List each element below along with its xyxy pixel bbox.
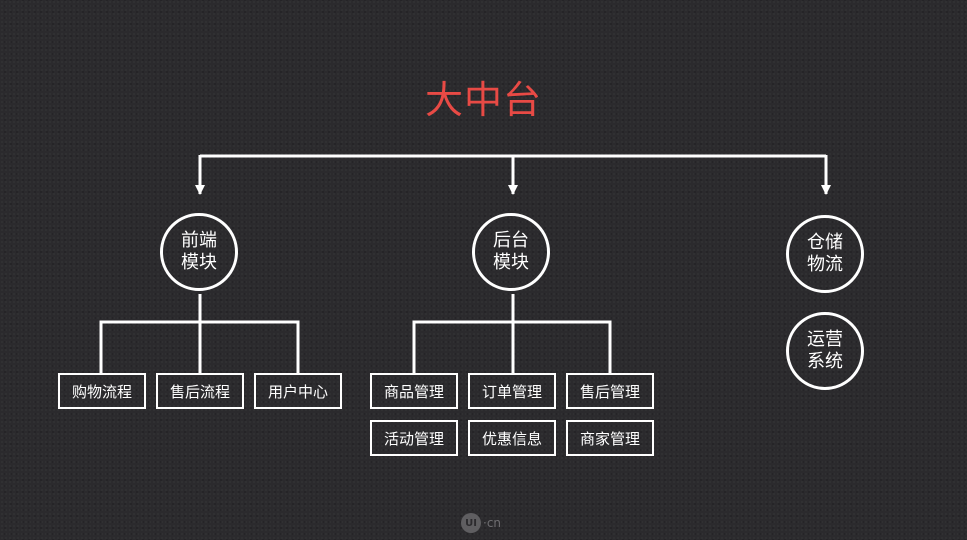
frontend-item-shopping-flow: 购物流程 <box>58 373 146 409</box>
frontend-item-aftersale-flow: 售后流程 <box>156 373 244 409</box>
frontend-module-line1: 前端 <box>181 230 217 251</box>
warehouse-logistics-node: 仓储 物流 <box>786 215 864 293</box>
operations-line2: 系统 <box>807 351 843 372</box>
warehouse-line2: 物流 <box>807 254 843 275</box>
diagram-title: 大中台 <box>424 78 542 122</box>
frontend-module-node: 前端 模块 <box>160 213 238 291</box>
backend-item-order-management: 订单管理 <box>468 373 556 409</box>
site-watermark: UI ·cn <box>461 513 501 533</box>
ui-cn-logo-icon: UI <box>461 513 481 533</box>
backend-module-line2: 模块 <box>493 252 529 273</box>
backend-module-line1: 后台 <box>493 230 529 251</box>
backend-item-activity-management: 活动管理 <box>370 420 458 456</box>
backend-module-node: 后台 模块 <box>472 213 550 291</box>
backend-item-merchant-management: 商家管理 <box>566 420 654 456</box>
backend-item-aftersale-management: 售后管理 <box>566 373 654 409</box>
operations-line1: 运营 <box>807 329 843 350</box>
frontend-module-line2: 模块 <box>181 252 217 273</box>
backend-item-discount-info: 优惠信息 <box>468 420 556 456</box>
frontend-item-user-center: 用户中心 <box>254 373 342 409</box>
backend-item-product-management: 商品管理 <box>370 373 458 409</box>
operations-system-node: 运营 系统 <box>786 312 864 390</box>
watermark-text: ·cn <box>483 516 502 530</box>
warehouse-line1: 仓储 <box>807 232 843 253</box>
